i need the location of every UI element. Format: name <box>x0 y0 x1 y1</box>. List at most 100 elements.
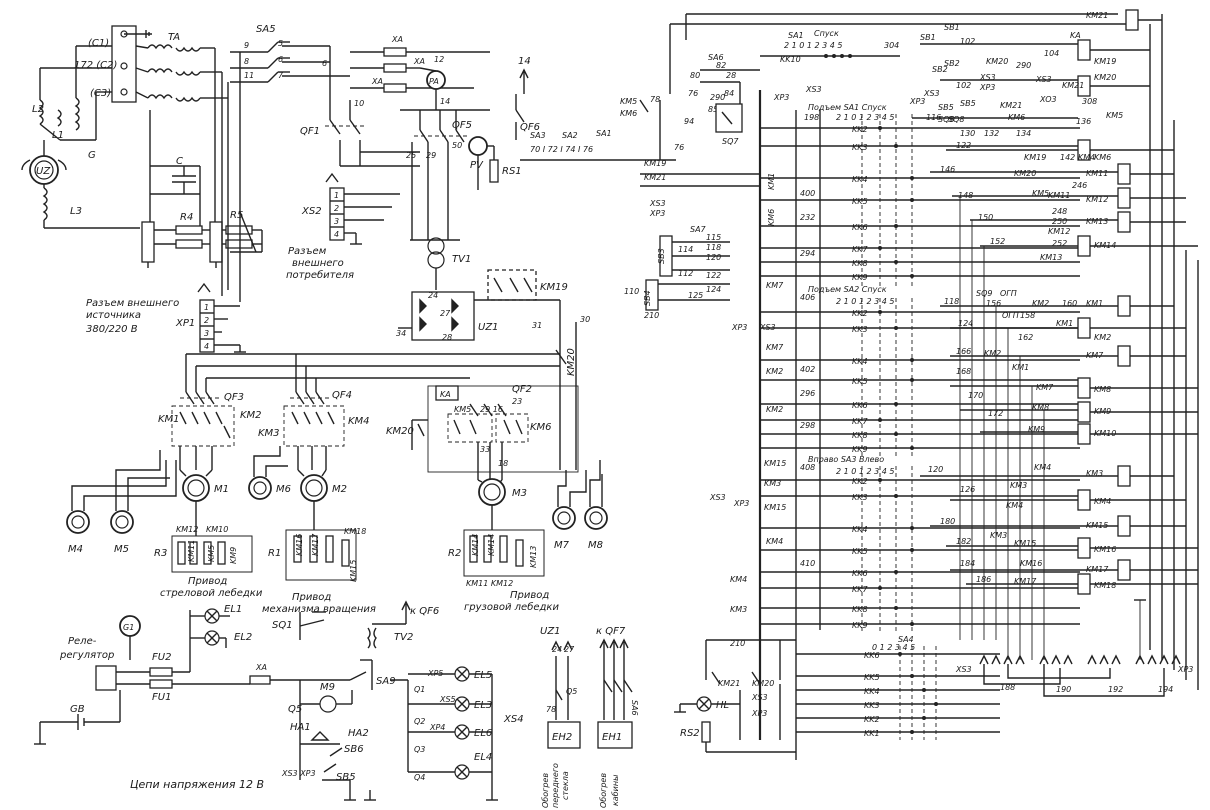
svg-text:27: 27 <box>440 309 451 318</box>
label-qf2: QF2 <box>512 384 532 395</box>
svg-text:KM6: KM6 <box>767 209 776 226</box>
svg-text:KK3: KK3 <box>852 325 868 334</box>
label-k-qf7: к QF7 <box>596 626 626 637</box>
svg-text:136: 136 <box>1076 117 1091 126</box>
svg-text:124: 124 <box>706 285 721 294</box>
ext-consumer-line2: внешнего <box>292 258 344 269</box>
svg-text:120: 120 <box>928 465 943 474</box>
label-ta: TA <box>168 32 180 43</box>
svg-text:KK8: KK8 <box>852 259 868 268</box>
label-km6-ctl: KM6 <box>620 109 637 118</box>
label-rs1: RS1 <box>502 166 522 177</box>
svg-text:SB2: SB2 <box>932 65 948 74</box>
label-circuits12: Цепи напряжения 12 В <box>130 778 264 791</box>
svg-text:KM2: KM2 <box>1094 333 1111 342</box>
label-el5: EL5 <box>474 670 492 681</box>
svg-text:94: 94 <box>684 117 694 126</box>
svg-text:KM14: KM14 <box>487 534 496 556</box>
label-km6: KM6 <box>530 422 552 433</box>
label-el6: EL6 <box>474 728 492 739</box>
svg-text:KM4: KM4 <box>766 537 783 546</box>
label-c3: (C3) <box>90 88 111 99</box>
heat-glass-3: стекла <box>561 771 570 800</box>
label-xp1: XP1 <box>175 318 195 329</box>
svg-text:30: 30 <box>580 315 590 324</box>
hdr-sa2: Подъем SA2 Спуск <box>808 285 887 294</box>
svg-text:KK6: KK6 <box>852 223 868 232</box>
label-sa9: SA9 <box>376 676 396 687</box>
ext-source-line2: источника <box>86 310 141 321</box>
label-km20-b: KM20 <box>386 426 414 437</box>
label-eh1: EH1 <box>602 732 622 743</box>
svg-text:78: 78 <box>546 705 556 714</box>
svg-text:134: 134 <box>1016 129 1031 138</box>
label-el2: EL2 <box>234 632 252 643</box>
svg-text:4: 4 <box>204 342 209 351</box>
svg-text:KK3: KK3 <box>864 701 880 710</box>
label-r2: R2 <box>448 548 461 559</box>
label-sa6-b: SA6 <box>630 700 639 716</box>
svg-text:76: 76 <box>674 143 684 152</box>
label-sa3: SA3 <box>530 131 546 140</box>
svg-text:KM4: KM4 <box>1078 153 1095 162</box>
svg-text:122: 122 <box>706 271 721 280</box>
label-xp3-mid: XP3 <box>731 323 747 332</box>
label-c: C <box>176 156 183 167</box>
svg-text:KM16: KM16 <box>295 534 304 556</box>
hdr-sa4: SA4 <box>898 635 914 644</box>
label-pa: PA <box>429 77 439 86</box>
label-pa-n: 12 <box>434 55 444 64</box>
svg-text:120: 120 <box>706 253 721 262</box>
svg-text:KK2: KK2 <box>852 125 868 134</box>
label-m4: M4 <box>68 544 83 555</box>
svg-text:308: 308 <box>1082 97 1097 106</box>
label-g: G <box>88 150 96 161</box>
svg-text:KM3: KM3 <box>1010 481 1027 490</box>
svg-text:29: 29 <box>426 151 436 160</box>
svg-text:29 16: 29 16 <box>480 405 503 414</box>
label-xa-12v: XA <box>255 663 267 672</box>
svg-text:KK6: KK6 <box>852 569 868 578</box>
pos-row-2: 2 1 0 1 2 3 4 5 <box>836 297 895 306</box>
svg-text:KK4: KK4 <box>864 687 880 696</box>
label-qf5: QF5 <box>452 120 472 131</box>
svg-text:126: 126 <box>960 485 975 494</box>
label-km5: KM5 <box>454 405 471 414</box>
svg-text:182: 182 <box>956 537 971 546</box>
svg-text:KM15: KM15 <box>764 459 786 468</box>
svg-text:SB1: SB1 <box>920 33 936 42</box>
label-qf4: QF4 <box>332 390 352 401</box>
svg-text:115: 115 <box>706 233 721 242</box>
svg-text:KM11 KM12: KM11 KM12 <box>466 579 513 588</box>
svg-text:194: 194 <box>1158 685 1173 694</box>
svg-text:232: 232 <box>800 213 815 222</box>
svg-text:142: 142 <box>1060 153 1075 162</box>
label-km20: KM20 <box>566 348 577 376</box>
svg-text:KM9: KM9 <box>1028 425 1045 434</box>
svg-text:162: 162 <box>1018 333 1033 342</box>
svg-text:104: 104 <box>1044 49 1059 58</box>
svg-text:122: 122 <box>956 141 971 150</box>
label-xs3-top: XS3 <box>805 85 822 94</box>
svg-text:168: 168 <box>956 367 971 376</box>
svg-text:KK4: KK4 <box>852 525 868 534</box>
label-hl: HL <box>716 700 729 711</box>
svg-text:84: 84 <box>724 89 734 98</box>
heat-cab-2: кабины <box>611 775 620 806</box>
svg-text:KK4: KK4 <box>852 175 868 184</box>
label-l2: L2 <box>32 104 44 115</box>
svg-text:34: 34 <box>396 329 406 338</box>
ext-consumer-line3: потребителя <box>286 269 354 281</box>
svg-text:85: 85 <box>708 105 718 114</box>
svg-text:XS3: XS3 <box>923 89 940 98</box>
svg-text:KM5: KM5 <box>207 545 216 562</box>
label-ogp-1: ОГП <box>1000 289 1017 298</box>
label-m7: M7 <box>554 540 570 551</box>
relay-reg-line2: регулятор <box>59 650 114 661</box>
svg-text:KK6: KK6 <box>852 401 868 410</box>
svg-text:KK9: KK9 <box>852 273 868 282</box>
